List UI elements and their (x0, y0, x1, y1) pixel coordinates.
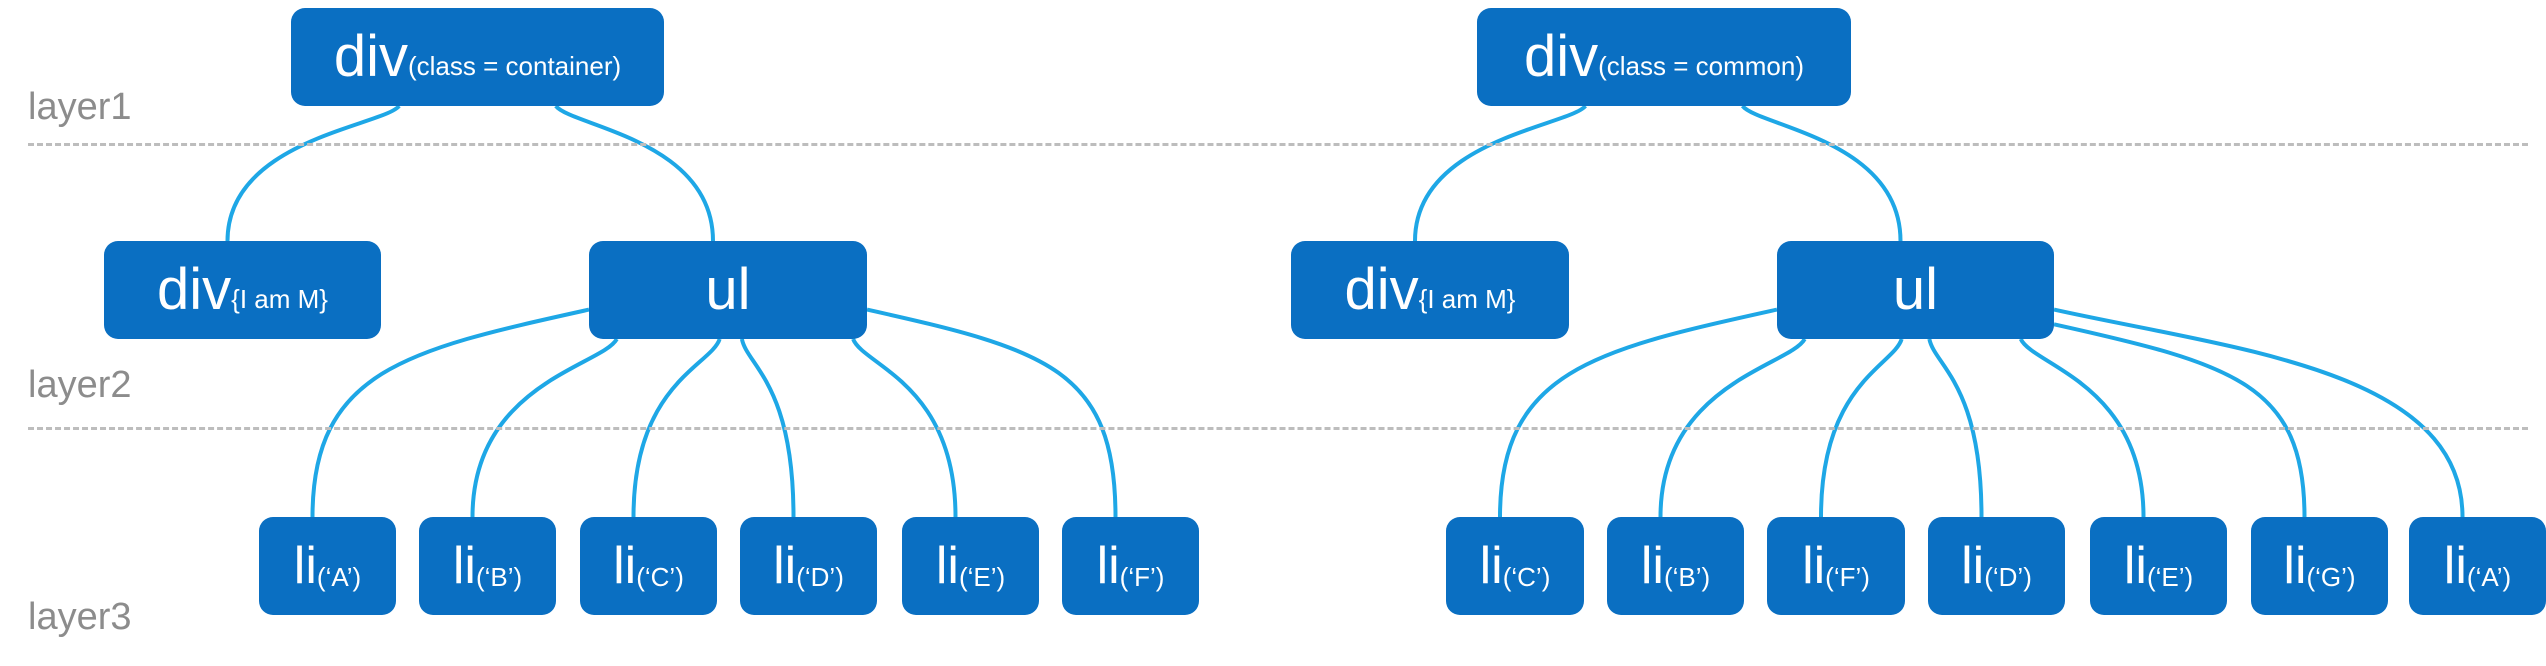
node-tag: li (613, 537, 637, 595)
tree-edge (1658, 337, 1807, 518)
tree-edge (2053, 307, 2465, 518)
node-detail: (‘E’) (2146, 561, 2194, 592)
node-tag: div (157, 257, 232, 322)
tree2-li-node: li(‘D’) (1928, 517, 2065, 615)
node-detail: (‘A’) (316, 561, 362, 592)
tree-edge (554, 104, 715, 242)
tree2-ul-node: ul (1777, 241, 2054, 339)
tree-edge (1413, 104, 1587, 242)
tree-edge (2018, 337, 2146, 518)
node-detail: (class = container) (408, 50, 622, 81)
node-tag: li (773, 537, 797, 595)
tree1-li-node: li(‘B’) (419, 517, 556, 615)
tree1-root-div-node: div(class = container) (291, 8, 664, 106)
tree2-li-node: li(‘C’) (1446, 517, 1584, 615)
node-tag: li (1096, 537, 1120, 595)
node-detail: (‘D’) (796, 561, 844, 592)
tree2-li-node: li(‘F’) (1767, 517, 1905, 615)
tree-edge (866, 307, 1118, 518)
node-detail: (‘B’) (475, 561, 523, 592)
tree2-child-div-node: div{I am M} (1291, 241, 1569, 339)
node-tag: li (1479, 537, 1503, 595)
node-detail: (‘A’) (2466, 561, 2512, 592)
node-detail: (‘G’) (2306, 561, 2356, 592)
tree1-ul-node: ul (589, 241, 867, 339)
node-detail: (‘D’) (1984, 561, 2032, 592)
tree2-li-node: li(‘A’) (2409, 517, 2546, 615)
node-tag: li (1640, 537, 1664, 595)
layer1-label: layer1 (28, 86, 132, 128)
node-detail: (‘F’) (1119, 561, 1165, 592)
node-detail: {I am M} (231, 283, 328, 314)
layer2-label: layer2 (28, 364, 132, 406)
tree-edge (1498, 307, 1778, 518)
tree-edge (225, 104, 401, 242)
tree-edge (851, 338, 958, 518)
tree2-li-node: li(‘B’) (1607, 517, 1744, 615)
node-detail: (‘C’) (636, 561, 684, 592)
tree1-li-node: li(‘A’) (259, 517, 396, 615)
tree1-li-node: li(‘D’) (740, 517, 877, 615)
tree-edge (739, 338, 796, 518)
tree1-child-div-node: div{I am M} (104, 241, 381, 339)
node-tag: li (2123, 537, 2147, 595)
node-tag: li (1961, 537, 1985, 595)
tree1-li-node: li(‘E’) (902, 517, 1039, 615)
tree-edge (1927, 338, 1984, 518)
node-tag: li (452, 537, 476, 595)
node-tag: div (1523, 24, 1599, 89)
node-detail: (class = common) (1598, 50, 1805, 81)
node-tag: li (2443, 537, 2467, 595)
node-detail: (‘E’) (958, 561, 1006, 592)
node-detail: (‘C’) (1502, 561, 1551, 592)
layer2-divider (28, 427, 2528, 430)
tree-edge (1819, 338, 1904, 518)
node-detail: (‘B’) (1663, 561, 1711, 592)
tree-edge (2053, 322, 2307, 518)
node-detail: (‘F’) (1825, 561, 1870, 592)
node-tag: li (2283, 537, 2307, 595)
node-tag: li (935, 537, 959, 595)
node-detail: {I am M} (1418, 283, 1516, 314)
node-tag: ul (1892, 257, 1939, 322)
tree2-li-node: li(‘E’) (2090, 517, 2227, 615)
node-tag: div (333, 24, 408, 89)
layer1-divider (28, 143, 2528, 146)
node-tag: div (1344, 257, 1419, 322)
tree1-li-node: li(‘F’) (1062, 517, 1199, 615)
tree-edge (470, 337, 619, 518)
tree-edge (310, 307, 590, 518)
tree-edge (631, 338, 722, 518)
node-tag: li (1802, 537, 1826, 595)
node-tag: ul (705, 257, 751, 322)
node-tag: li (293, 537, 317, 595)
tree1-li-node: li(‘C’) (580, 517, 717, 615)
layer3-label: layer3 (28, 596, 132, 638)
tree2-root-div-node: div(class = common) (1477, 8, 1851, 106)
tree-edge (1740, 104, 1903, 242)
tree2-li-node: li(‘G’) (2251, 517, 2388, 615)
